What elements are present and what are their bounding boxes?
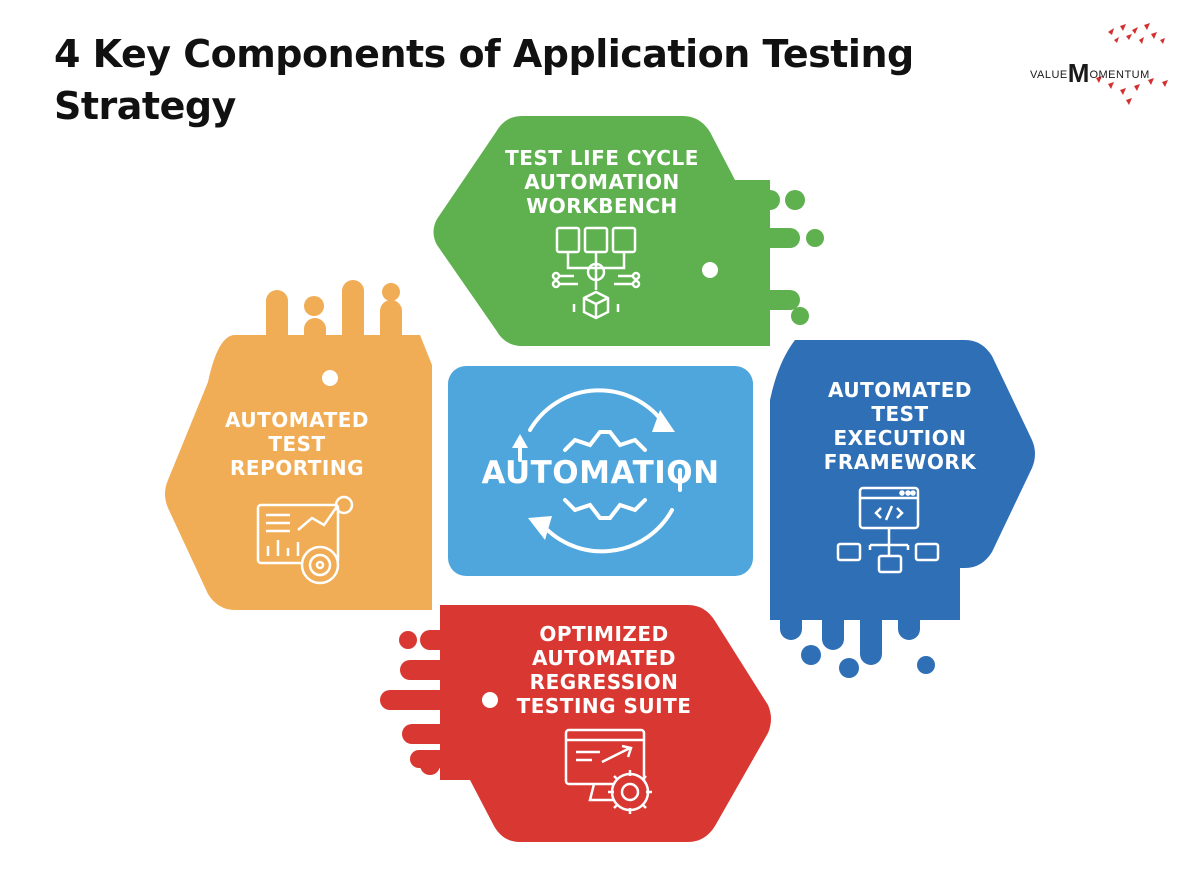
right-component-label: AUTOMATED TEST EXECUTION FRAMEWORK <box>823 378 977 474</box>
gear-cycle-icon <box>512 388 682 554</box>
center-automation-label: AUTOMATION <box>481 455 720 491</box>
code-window-icon <box>836 486 940 574</box>
logo-text: VALUEMOMENTUM <box>1030 58 1150 88</box>
workflow-network-icon <box>551 226 641 320</box>
monitor-gear-icon <box>564 728 652 814</box>
left-component-label: AUTOMATED TEST REPORTING <box>225 408 369 480</box>
brand-logo: VALUEMOMENTUM <box>1022 22 1182 112</box>
top-component-label: TEST LIFE CYCLE AUTOMATION WORKBENCH <box>505 146 699 218</box>
center-automation-block <box>448 366 753 576</box>
bottom-component-label: OPTIMIZED AUTOMATED REGRESSION TESTING S… <box>516 622 692 718</box>
logo-triangles <box>1096 23 1168 105</box>
page-title: 4 Key Components of Application Testing … <box>54 32 914 128</box>
top-component-block <box>433 116 824 346</box>
left-component-block <box>165 280 432 610</box>
bottom-component-block <box>380 605 771 842</box>
report-chart-icon <box>256 495 354 585</box>
right-component-block <box>770 340 1035 696</box>
